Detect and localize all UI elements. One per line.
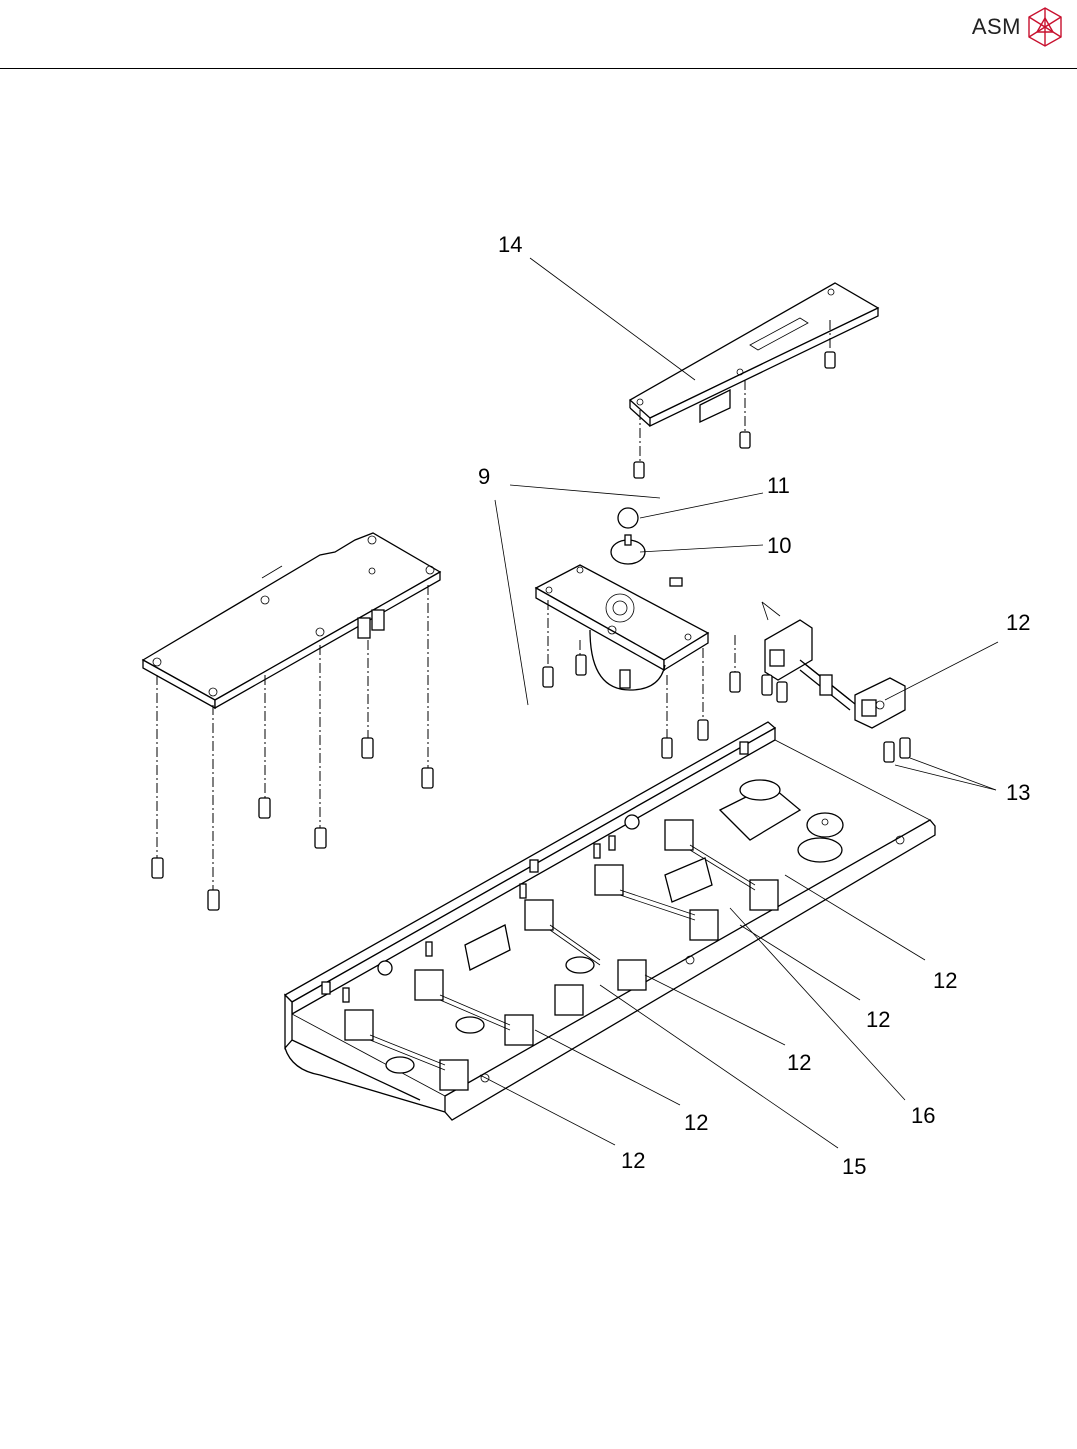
callout-12-right-b: 12 xyxy=(866,1007,890,1032)
callout-12-bottom-a: 12 xyxy=(684,1110,708,1135)
callout-16: 16 xyxy=(911,1103,935,1128)
board-14 xyxy=(630,283,878,478)
callout-15: 15 xyxy=(842,1154,866,1179)
callout-13: 13 xyxy=(1006,780,1030,805)
callout-12-mid: 12 xyxy=(787,1050,811,1075)
callout-12-bottom-b: 12 xyxy=(621,1148,645,1173)
callout-12-right-a: 12 xyxy=(933,968,957,993)
callout-9: 9 xyxy=(478,464,490,489)
callout-10: 10 xyxy=(767,533,791,558)
callout-14: 14 xyxy=(498,232,522,257)
motor-bracket-9 xyxy=(536,508,708,758)
callout-12-top: 12 xyxy=(1006,610,1030,635)
chassis-tray xyxy=(285,722,935,1120)
left-board xyxy=(143,533,440,910)
callout-11: 11 xyxy=(767,473,790,498)
